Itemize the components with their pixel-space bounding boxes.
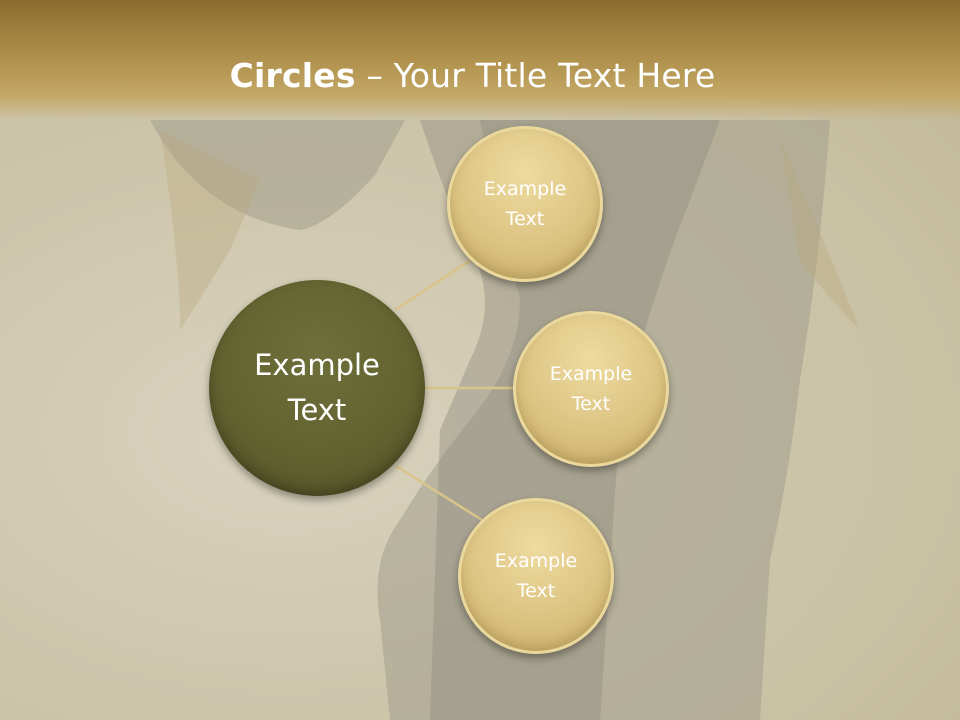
connector-hub-to-node-1 <box>394 256 475 312</box>
connector-hub-to-node-3 <box>395 464 483 522</box>
node-circle-2[interactable]: Example Text <box>513 311 669 467</box>
node-circle-1-label: Example Text <box>483 178 567 230</box>
node-circle-3-label: Example Text <box>494 550 578 602</box>
hub-circle[interactable]: Example Text <box>209 280 425 496</box>
title-rest-text: – Your Title Text Here <box>355 56 716 95</box>
hub-circle-label: Example Text <box>254 348 380 427</box>
node-circle-2-label: Example Text <box>549 363 633 415</box>
node-circle-3[interactable]: Example Text <box>458 498 614 654</box>
title-bold-text: Circles <box>229 56 356 95</box>
slide-title[interactable]: Circles – Your Title Text Here <box>0 52 945 100</box>
title-bar <box>0 0 960 120</box>
node-circle-1[interactable]: Example Text <box>447 126 603 282</box>
